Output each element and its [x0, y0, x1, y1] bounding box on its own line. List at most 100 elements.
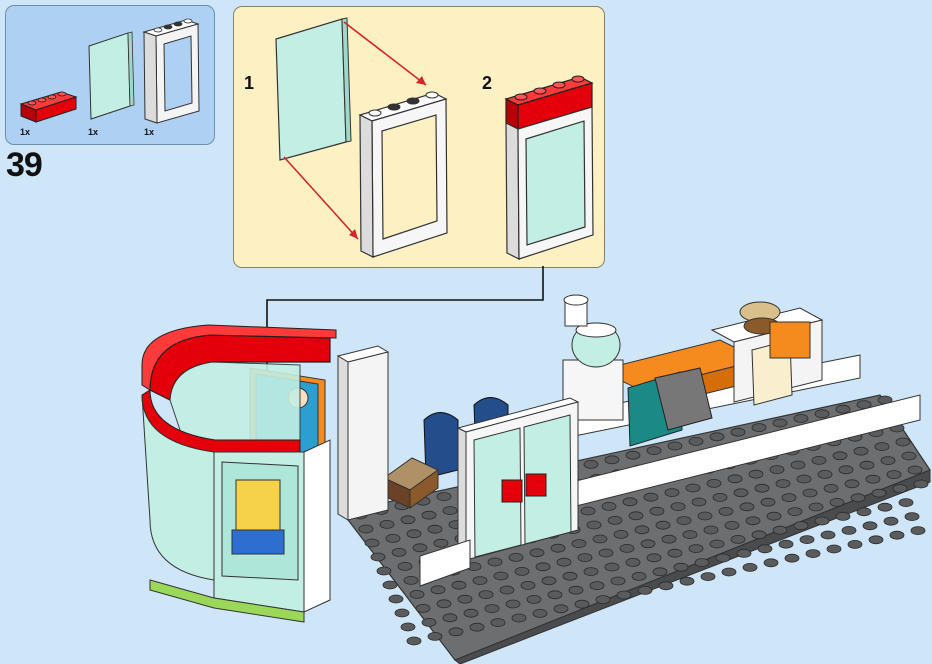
- stud: [394, 608, 410, 618]
- parts-callout: 1x 1x 1x: [5, 5, 215, 145]
- stud: [814, 516, 830, 526]
- stud: [748, 469, 764, 479]
- stud: [388, 594, 404, 604]
- stud: [436, 599, 452, 609]
- stud: [400, 515, 416, 525]
- stud: [484, 604, 500, 613]
- stud: [400, 622, 416, 632]
- stud: [634, 525, 650, 535]
- stud: [709, 432, 725, 442]
- stud: [679, 576, 695, 586]
- sub-assembly-callout: 1 2: [233, 6, 605, 268]
- stud: [682, 530, 698, 539]
- stud: [640, 539, 656, 549]
- stud: [568, 585, 584, 595]
- stud: [754, 483, 770, 493]
- stud: [730, 427, 746, 437]
- stud: [436, 492, 452, 502]
- stud: [862, 521, 878, 531]
- stud: [793, 413, 809, 423]
- curved-shop-front: [141, 324, 337, 623]
- stud: [904, 512, 920, 521]
- stud: [427, 632, 443, 641]
- stud: [529, 548, 545, 558]
- stud: [562, 571, 578, 581]
- sub-assembled-window: [504, 75, 594, 260]
- sub-glass-pane: [275, 17, 352, 161]
- stud: [688, 436, 704, 446]
- stud: [742, 563, 758, 572]
- stud: [505, 599, 521, 609]
- stud: [823, 483, 839, 493]
- stud: [409, 590, 425, 599]
- front-low-wall: [419, 539, 471, 587]
- stud: [790, 460, 806, 470]
- stud: [883, 516, 899, 526]
- stud: [370, 552, 386, 562]
- stud: [661, 534, 677, 544]
- stud: [856, 507, 872, 517]
- stud: [874, 442, 890, 452]
- water-dispenser: [562, 294, 624, 421]
- stud: [625, 450, 641, 460]
- stud: [667, 441, 683, 451]
- stud: [430, 585, 446, 595]
- stud: [667, 548, 683, 558]
- stud: [592, 534, 608, 544]
- stud: [808, 502, 824, 512]
- stud: [487, 557, 503, 567]
- stud: [865, 474, 881, 484]
- stud: [697, 511, 713, 521]
- stud: [730, 535, 746, 544]
- stud: [610, 576, 626, 586]
- stud: [511, 613, 527, 623]
- stud: [376, 566, 392, 576]
- stud: [478, 590, 494, 599]
- arrow-head-icon: [416, 76, 426, 85]
- stud: [700, 572, 716, 581]
- stud: [382, 580, 398, 590]
- part-qty-red-brick: 1x: [20, 127, 31, 137]
- stud: [472, 576, 488, 585]
- stud: [406, 636, 422, 646]
- stud: [619, 544, 635, 553]
- stud: [721, 567, 737, 577]
- stud: [760, 497, 776, 507]
- stud: [751, 423, 767, 433]
- stud: [775, 479, 791, 489]
- glass-pane-part: [88, 31, 135, 120]
- stud: [880, 456, 896, 466]
- stud: [649, 506, 665, 516]
- stud: [784, 553, 800, 563]
- stud: [835, 512, 851, 521]
- stud: [913, 479, 929, 489]
- sub-step-2-number: 2: [482, 73, 493, 93]
- stud: [604, 562, 620, 572]
- teal-register: [627, 367, 713, 447]
- food-shelf: [710, 301, 824, 406]
- stud: [469, 622, 485, 632]
- stud: [628, 511, 644, 521]
- stud: [877, 502, 893, 512]
- stud: [499, 585, 515, 595]
- stud: [817, 469, 833, 479]
- stud: [772, 525, 788, 535]
- stud: [901, 451, 917, 461]
- red-brick-part: [19, 91, 78, 123]
- stud: [643, 492, 659, 502]
- stud: [718, 506, 734, 516]
- stud: [673, 562, 689, 572]
- stud: [391, 548, 407, 557]
- stud: [595, 595, 611, 604]
- stud: [598, 548, 614, 558]
- stud: [886, 470, 902, 480]
- stud: [571, 539, 587, 548]
- stud: [841, 526, 857, 535]
- stud: [715, 553, 731, 563]
- stud: [832, 451, 848, 461]
- stud: [574, 599, 590, 609]
- stud: [799, 535, 815, 544]
- stud: [847, 540, 863, 549]
- stud: [625, 558, 641, 567]
- stud: [829, 497, 845, 507]
